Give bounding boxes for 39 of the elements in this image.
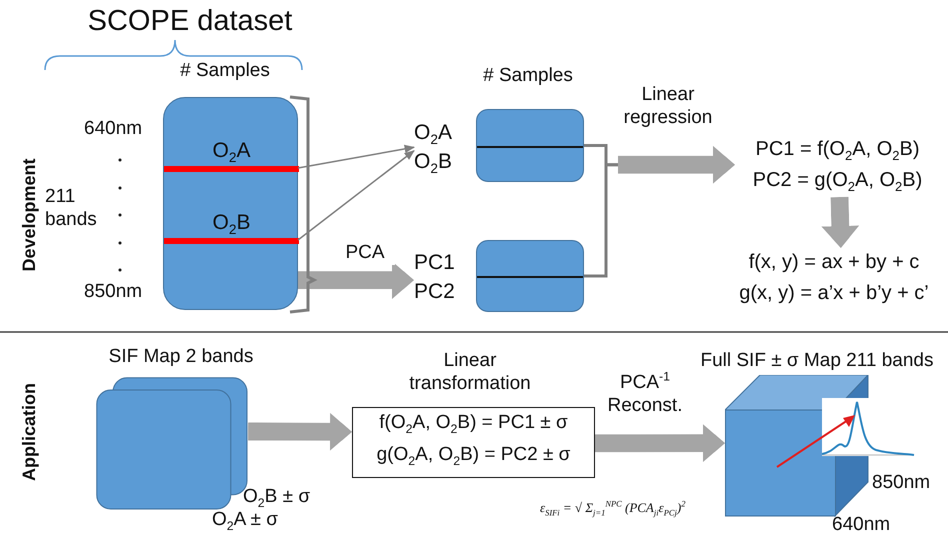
section-label: Application xyxy=(19,383,40,481)
equation-text: g(O$_{2}$A, O$_{2}$B) = PC2 ± σ xyxy=(376,444,572,467)
equation-text: f(O$_{2}$A, O$_{2}$B) = PC1 ± σ xyxy=(378,412,569,435)
block-arrow xyxy=(821,196,860,248)
variable-label: PC1 xyxy=(414,250,456,276)
caption-text: # Samples xyxy=(179,60,271,83)
wavelength-label: 850nm xyxy=(84,281,144,304)
variable-label: PC2 xyxy=(414,279,456,304)
equation-text: g(x, y) = a’x + b’y + c’ xyxy=(738,281,930,305)
matrix-box xyxy=(476,109,584,182)
variable-label: O$_{2}$A xyxy=(414,120,453,146)
caption-text: SIF Map 2 bands xyxy=(108,346,254,369)
equation-text: PC2 = g(O$_{2}$A, O$_{2}$B) xyxy=(752,168,924,192)
caption-text: 640nm xyxy=(832,514,892,537)
block-arrow xyxy=(595,424,725,462)
bracket-connector xyxy=(584,163,618,278)
variable-label: O$_{2}$B xyxy=(414,149,453,174)
band-label: O$_{2}$B xyxy=(212,210,252,236)
title-text: SCOPE dataset xyxy=(86,4,294,39)
matrix-box xyxy=(476,240,584,312)
arrow xyxy=(298,150,415,241)
formula-text: ε$_{SIFi}$ = √ Σ$_{j=1}$$^{NPC}$ (PCA$_{ji}$ε$_{PCj}$)$^{2}$ xyxy=(540,500,686,516)
block-arrow xyxy=(248,412,352,451)
arrow xyxy=(298,144,416,169)
caption-text: O$_{2}$A ± σ xyxy=(212,509,279,532)
equation-box xyxy=(352,407,595,478)
equation-text: f(x, y) = ax + by + c xyxy=(748,250,920,274)
equation-text: PC1 = f(O$_{2}$A, O$_{2}$B) xyxy=(754,137,920,161)
block-arrow xyxy=(618,146,735,184)
section-label: Development xyxy=(19,158,40,272)
dataset-matrix-box xyxy=(163,97,298,310)
caption-text: O$_{2}$B ± σ xyxy=(243,486,312,509)
wavelength-label: 640nm xyxy=(84,118,144,141)
caption-text: Linear transformation xyxy=(408,350,532,396)
caption-text: 850nm xyxy=(872,472,932,495)
caption-text: Full SIF ± σ Map 211 bands xyxy=(699,350,935,373)
band-count-label: 211 bands xyxy=(45,186,98,232)
caption-text: # Samples xyxy=(482,65,574,88)
band-label: O$_{2}$A xyxy=(212,138,252,164)
